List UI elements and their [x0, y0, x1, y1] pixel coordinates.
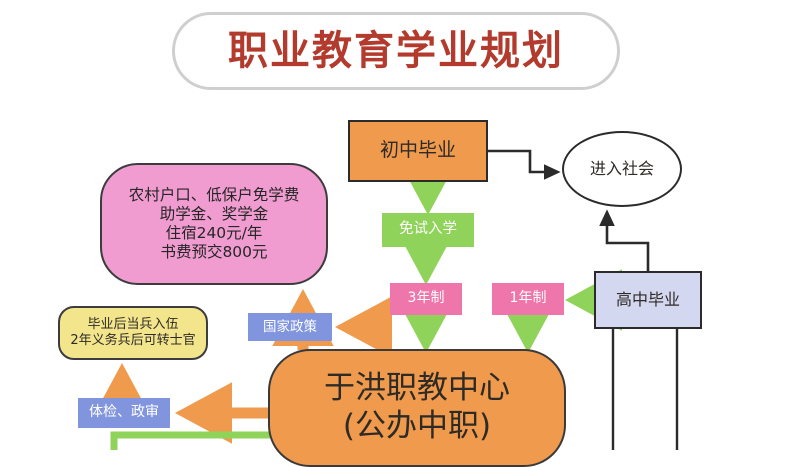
node-benefits[interactable]: 农村户口、低保户免学费 助学金、奖学金 住宿240元/年 书费预交800元: [100, 163, 328, 285]
node-one-year-program[interactable]: 1年制: [492, 283, 564, 315]
diagram-connector-layer: [91, 147, 679, 450]
node-medical-political-review[interactable]: 体检、政审: [78, 398, 170, 428]
edge-senior-grad-to-enter-society: [599, 209, 650, 271]
node-national-policy[interactable]: 国家政策: [248, 313, 332, 341]
node-junior-high-graduation[interactable]: 初中毕业: [348, 120, 488, 182]
node-military-enlistment[interactable]: 毕业后当兵入伍 2年义务兵后可转士官: [58, 306, 208, 360]
node-senior-high-graduation[interactable]: 高中毕业: [594, 271, 702, 329]
node-yuhong-vocational-center[interactable]: 于洪职教中心 (公办中职): [268, 349, 566, 467]
edge-junior-grad-to-enter-society: [488, 149, 561, 180]
node-enter-society[interactable]: 进入社会: [562, 131, 682, 207]
node-exam-free-admission[interactable]: 免试入学: [382, 213, 474, 247]
edge-center-bottom-green: [110, 431, 290, 450]
page-title: 职业教育学业规划: [172, 12, 620, 90]
node-three-year-program[interactable]: 3年制: [390, 283, 462, 315]
